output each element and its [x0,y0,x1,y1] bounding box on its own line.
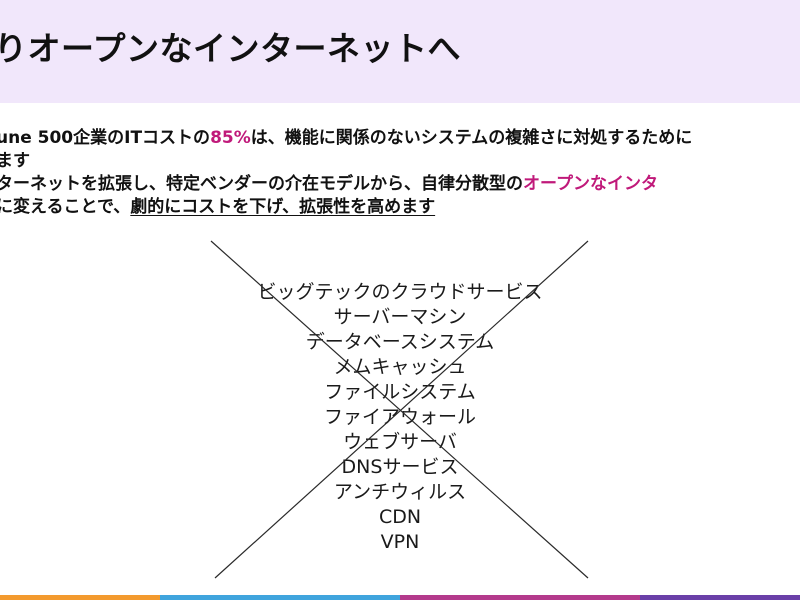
slide-title: りオープンなインターネットへ [0,29,462,68]
paragraph-line-3: ターネットを拡張し、特定ベンダーの介在モデルから、自律分散型のオープンなインタ [0,173,800,196]
crossed-item: サーバーマシン [333,306,467,328]
bottom-bar-segment [400,595,640,600]
paragraph-line-1-before: une 500企業のITコストの [0,128,211,148]
crossed-item: アンチウィルス [333,481,467,503]
underlined-statement: 劇的にコストを下げ、拡張性を高めます [130,197,436,217]
highlight-85-percent: 85% [210,128,251,148]
paragraph-line-1-after: は、機能に関係のないシステムの複雑さに対処するために [250,128,693,148]
paragraph-line-1: une 500企業のITコストの85%は、機能に関係のないシステムの複雑さに対処… [0,127,800,150]
paragraph-line-3-before: ターネットを拡張し、特定ベンダーの介在モデルから、自律分散型の [0,174,523,194]
bottom-bar-segment [640,595,800,600]
crossed-item: メムキャッシュ [333,356,467,378]
crossed-item: データベースシステム [305,331,495,353]
bottom-bar-segment [0,595,160,600]
title-band [0,0,800,103]
paragraph-line-4-before: に変えることで、 [0,197,131,217]
paragraph-line-4: に変えることで、劇的にコストを下げ、拡張性を高めます [0,196,800,219]
bottom-bar-segment [160,595,400,600]
slide-paragraph: une 500企業のITコストの85%は、機能に関係のないシステムの複雑さに対処… [0,127,800,219]
crossed-item: VPN [380,531,420,553]
crossed-item: ファイルシステム [324,381,476,403]
crossed-item: ファイアウォール [323,406,476,428]
highlight-open-internet: オープンなインタ [523,174,658,194]
crossed-item: DNSサービス [341,456,459,478]
crossed-item: CDN [378,506,422,528]
paragraph-line-2: ます [0,151,30,171]
crossed-item: ビッグテックのクラウドサービス [257,281,543,303]
crossed-item: ウェブサーバ [343,431,457,453]
bottom-color-bar [0,595,800,600]
crossed-out-list: ビッグテックのクラウドサービス サーバーマシン データベースシステム メムキャッ… [200,280,600,555]
